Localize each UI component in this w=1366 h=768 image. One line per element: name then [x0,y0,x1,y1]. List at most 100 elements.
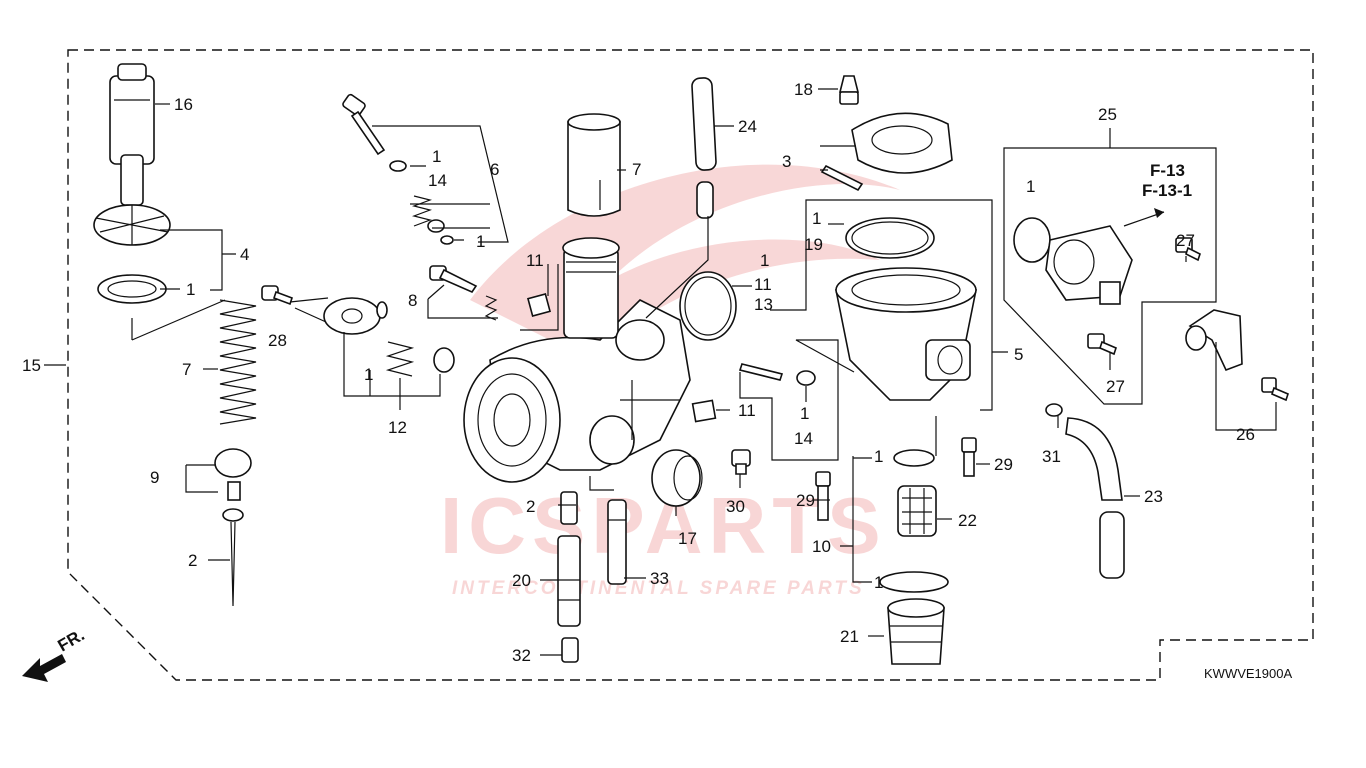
callout-27: 27 [1106,377,1125,396]
callout-7: 7 [632,160,641,179]
part-1-oring-right [1013,217,1051,263]
part-7-spring-left [219,299,257,425]
callout-26: 26 [1236,425,1255,444]
callout-7: 7 [182,360,191,379]
part-24-tube [691,77,717,219]
part-23-hose [1065,417,1125,579]
part-1-oring-bowl [893,449,935,467]
callout-31: 31 [1042,447,1061,466]
callout-32: 32 [512,646,531,665]
callout-28: 28 [268,331,287,350]
part-7-slide-valve [567,113,621,217]
part-16-filter-cap [109,63,155,165]
part-2-jet-needle [222,508,244,607]
callout-14: 14 [428,171,447,190]
callout-1: 1 [874,573,883,592]
part-14-washer-upper [389,160,407,172]
callout-1: 1 [812,209,821,228]
part-9-needle-holder [214,448,252,501]
callout-1: 1 [364,365,373,384]
callout-21: 21 [840,627,859,646]
callout-11: 11 [526,251,544,270]
callout-8: 8 [408,291,417,310]
part-17-cap [651,449,701,507]
callout-24: 24 [738,117,757,136]
part-13-oring [679,271,737,341]
part-14-pilot-screw [738,363,816,386]
callout-2: 2 [526,497,535,516]
part-30-screw [731,449,751,475]
callout-15: 15 [22,356,41,375]
ref-label-f13-1: F-13-1 [1142,181,1192,200]
callout-18: 18 [794,80,813,99]
callout-1: 1 [1026,177,1035,196]
callout-23: 23 [1144,487,1163,506]
callout-1: 1 [760,251,769,270]
callout-16: 16 [174,95,193,114]
part-5-float-bowl [835,267,977,401]
callout-1: 1 [186,280,195,299]
callout-1: 1 [800,404,809,423]
part-27-screw-lower [1087,333,1117,356]
part-29-screw-right [961,437,977,477]
part-25-starter-valve [1045,225,1133,305]
callout-11: 11 [738,401,756,420]
part-33-starter-jet [607,499,627,585]
diagram-code: KWWVE1900A [1204,666,1292,681]
callout-20: 20 [512,571,531,590]
ref-label-f13: F-13 [1150,161,1185,180]
part-3-float [820,112,953,192]
callout-1: 1 [432,147,441,166]
callout-5: 5 [1014,345,1023,364]
callout-3: 3 [782,152,791,171]
callout-1: 1 [874,447,883,466]
callout-4: 4 [240,245,249,264]
part-32-jet [561,637,579,663]
callout-12: 12 [388,418,407,437]
callout-2: 2 [188,551,197,570]
callout-9: 9 [150,468,159,487]
part-28-screw [261,285,294,306]
callout-10: 10 [812,537,831,556]
callout-29: 29 [994,455,1013,474]
part-12-diaphragm-plate [323,297,455,377]
part-21-drain-cap [887,598,945,665]
callout-29: 29 [796,491,815,510]
part-29-screw-left [815,471,831,521]
part-6-spring [411,195,433,227]
callout-labels: 16 4 1 15 7 9 2 1 14 6 1 7 24 18 3 1 19 … [22,80,1255,665]
part-1-oring-drain [879,571,949,593]
callout-1: 1 [476,232,485,251]
part-31-clip [1045,403,1063,417]
callout-19: 19 [804,235,823,254]
part-26-lever [1185,309,1289,402]
callout-30: 30 [726,497,745,516]
callout-33: 33 [650,569,669,588]
callout-22: 22 [958,511,977,530]
part-2-main-jet [560,491,578,525]
assembly-boundary [67,49,1314,681]
part-4-valve-assembly [93,154,171,246]
front-arrow-icon: FR. [22,625,88,682]
part-11-block-lower [691,399,717,423]
part-8-screw [429,265,498,321]
part-22-filter [897,485,937,537]
leader-lines [44,88,1277,656]
callout-25: 25 [1098,105,1117,124]
callout-6: 6 [490,160,499,179]
callout-11: 11 [754,275,772,294]
callout-14: 14 [794,429,813,448]
group-25-boundary [1003,147,1217,405]
carburetor-body [463,237,691,483]
part-27-screw-upper [1175,237,1201,262]
callout-13: 13 [754,295,773,314]
callout-17: 17 [678,529,697,548]
part-6-screw [342,93,386,156]
callout-27: 27 [1176,231,1195,250]
part-19-float-bowl-gasket [845,217,935,259]
part-18-vent-cap [838,75,860,105]
part-11-block-upper [526,292,552,318]
part-20-needle-jet [557,535,581,627]
watermark-tagline: INTERCONTINENTAL SPARE PARTS [452,578,865,599]
